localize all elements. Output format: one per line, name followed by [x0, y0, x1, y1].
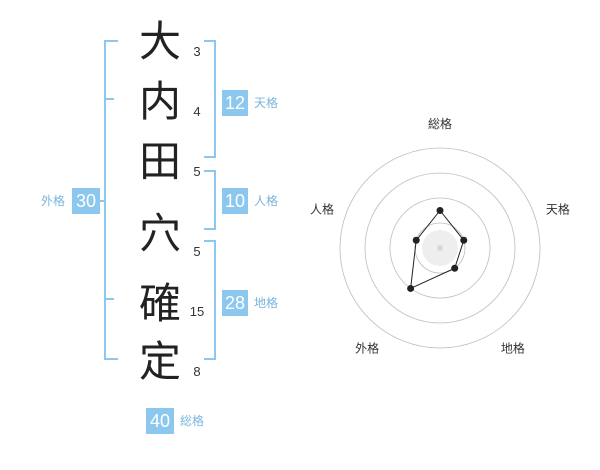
stroke-count-6: 8 — [193, 364, 201, 379]
name-char-1: 大 — [138, 17, 181, 66]
stroke-count-2: 4 — [193, 104, 201, 119]
radar-point-1 — [436, 207, 444, 214]
jinkaku-label: 人格 — [254, 194, 279, 208]
radar-point-4 — [407, 284, 415, 292]
radar-axis-label-4: 外格 — [355, 340, 379, 355]
radar-ring-4 — [339, 147, 541, 349]
name-char-2: 内 — [138, 77, 181, 126]
radar-series-line — [410, 209, 465, 290]
tenkaku-badge: 12 — [222, 90, 248, 116]
radar-axis-label-1: 総格 — [428, 116, 452, 131]
stroke-count-3: 5 — [193, 164, 201, 179]
name-char-4: 穴 — [138, 209, 181, 258]
tenkaku-label: 天格 — [254, 96, 279, 110]
jinkaku-badge: 10 — [222, 188, 248, 214]
stroke-count-5: 15 — [189, 304, 205, 319]
radar-point-3 — [451, 264, 459, 272]
gaikaku-label: 外格 — [41, 194, 66, 208]
radar-point-5 — [412, 236, 420, 244]
soukaku-label: 総格 — [180, 414, 205, 428]
radar-point-2 — [460, 236, 468, 244]
radar-axis-label-3: 地格 — [501, 340, 525, 355]
name-char-5: 確 — [138, 279, 181, 328]
radar-axis-label-5: 人格 — [310, 202, 334, 217]
name-char-3: 田 — [138, 137, 181, 186]
stroke-count-1: 3 — [193, 44, 201, 59]
name-char-6: 定 — [138, 337, 181, 386]
soukaku-badge: 40 — [146, 408, 174, 434]
radar-axis-label-2: 天格 — [546, 202, 570, 217]
chikaku-badge: 28 — [222, 290, 248, 316]
gaikaku-badge: 30 — [72, 188, 100, 214]
chikaku-label: 地格 — [254, 296, 279, 310]
stroke-count-4: 5 — [193, 244, 201, 259]
radar-ring-3 — [364, 172, 516, 324]
radar-ring-2 — [389, 197, 491, 299]
radar-center-dot — [437, 245, 443, 251]
